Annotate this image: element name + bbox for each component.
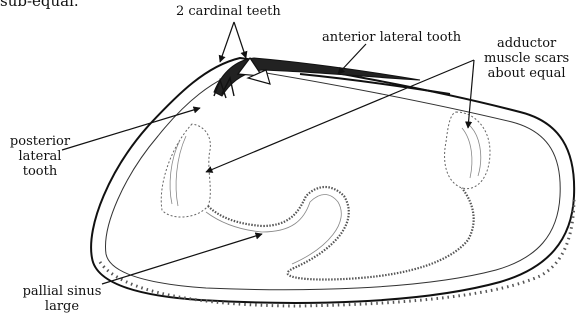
- pallial-line: [208, 187, 474, 280]
- label-pallial-sinus: pallial sinus large: [6, 284, 118, 314]
- label-anterior-lateral-tooth: anterior lateral tooth: [322, 30, 461, 45]
- label-adductor-line-3: about equal: [484, 66, 569, 81]
- shell-inner-margin: [106, 70, 561, 290]
- leader-pallial-sinus: [102, 234, 262, 284]
- label-adductor-scars: adductor muscle scars about equal: [484, 36, 569, 81]
- label-pallial-line-1: pallial sinus: [6, 284, 118, 299]
- header-fragment: sub-equal.: [0, 0, 79, 9]
- label-pallial-line-2: large: [6, 299, 118, 314]
- anterior-adductor-scar: [445, 112, 490, 189]
- posterior-adductor-scar: [161, 124, 210, 217]
- leader-cardinal-teeth-1: [234, 22, 246, 58]
- leader-cardinal-teeth-2: [220, 22, 234, 62]
- label-posterior-lateral-tooth: posterior lateral tooth: [0, 134, 80, 179]
- leader-posterior-lateral-tooth: [62, 108, 200, 150]
- hinge-plate: [214, 58, 420, 96]
- leader-adductor-posterior: [206, 60, 474, 172]
- label-posterior-line-3: tooth: [0, 164, 80, 179]
- label-adductor-line-1: adductor: [484, 36, 569, 51]
- shell-outline: [91, 58, 574, 303]
- label-cardinal-teeth: 2 cardinal teeth: [176, 4, 281, 19]
- label-posterior-line-2: lateral: [0, 149, 80, 164]
- leader-adductor-anterior: [468, 60, 474, 128]
- label-posterior-line-1: posterior: [0, 134, 80, 149]
- ventral-hatching: [100, 196, 574, 306]
- label-adductor-line-2: muscle scars: [484, 51, 569, 66]
